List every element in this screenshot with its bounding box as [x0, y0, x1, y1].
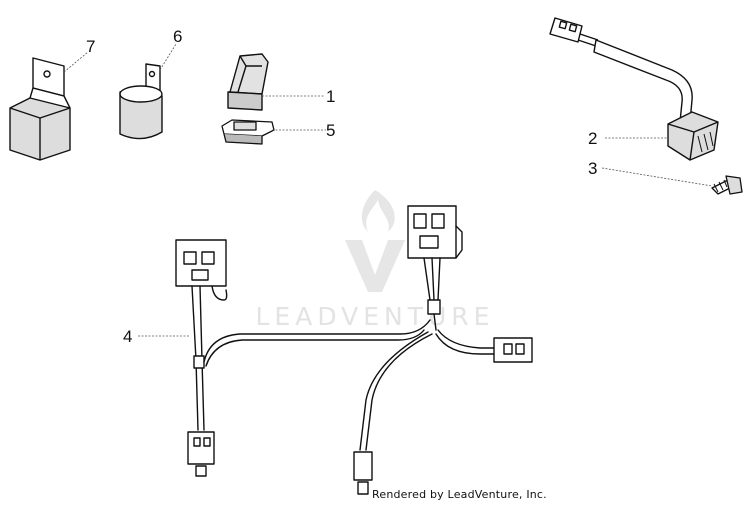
part-6-relay [119, 63, 163, 140]
part-7-bracket-relay [9, 57, 71, 161]
callout-5: 5 [326, 121, 335, 140]
part-4-wiring-harness [175, 205, 533, 495]
leader-lines [63, 43, 713, 337]
watermark-logo-icon [345, 190, 405, 292]
callout-4: 4 [123, 327, 132, 346]
callout-3: 3 [588, 159, 597, 178]
callout-2: 2 [588, 129, 597, 148]
part-3-screw [711, 175, 743, 195]
watermark: LEADVENTURE [256, 190, 495, 331]
watermark-text: LEADVENTURE [256, 302, 495, 331]
callout-1: 1 [326, 87, 335, 106]
part-5-connector [221, 119, 275, 145]
part-1-connector [227, 53, 269, 111]
callout-6: 6 [173, 27, 182, 46]
part-2-switch [549, 17, 719, 161]
footer-credit: Rendered by LeadVenture, Inc. [372, 488, 547, 501]
callout-7: 7 [86, 37, 95, 56]
callouts: 7 6 1 5 2 3 4 [86, 27, 597, 346]
